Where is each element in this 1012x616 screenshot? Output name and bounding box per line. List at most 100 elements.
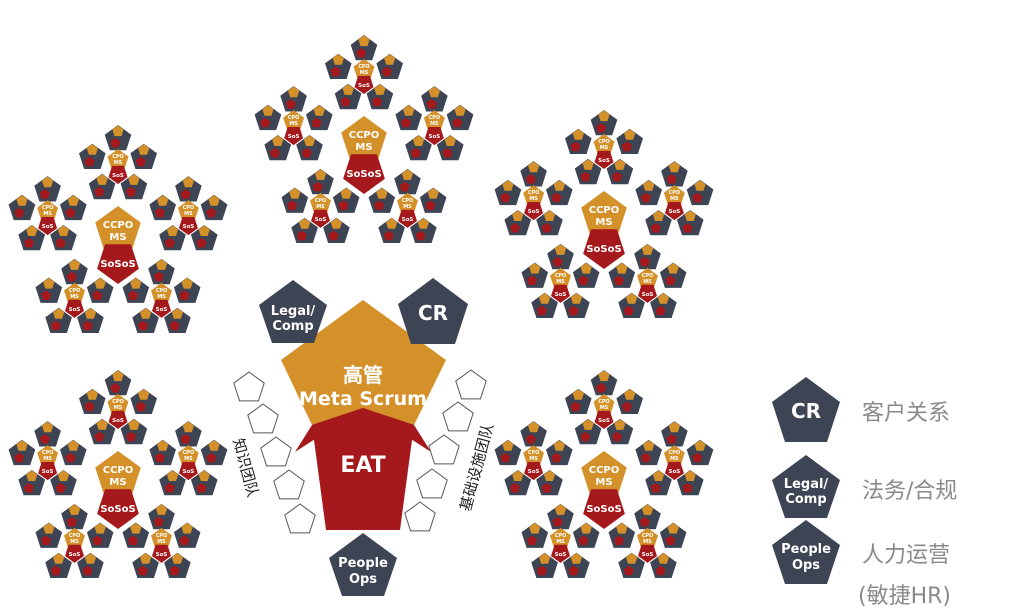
sos-pentagon (178, 217, 198, 236)
sososs-pentagon (97, 244, 139, 284)
cpo-ms-pentagon (550, 267, 571, 288)
scrum-team (88, 418, 116, 445)
ms-label: MS (114, 160, 123, 166)
cpo-ms-pentagon (550, 527, 571, 548)
sos-pentagon (551, 284, 570, 303)
eat-label: EAT (340, 453, 385, 478)
scrum-team (590, 110, 618, 136)
cpo-ms-pentagon (64, 282, 85, 303)
cpo-label: CPO (555, 533, 567, 539)
cpo-ms-pentagon (107, 149, 129, 169)
ccpo-label: CCPO (589, 205, 620, 216)
cr-pentagon (398, 278, 468, 344)
scrum-team (574, 418, 602, 445)
scrum-team (332, 187, 360, 213)
sos-label: SoS (555, 292, 567, 298)
cpo-label: CPO (642, 273, 654, 279)
ms-label: MS (643, 539, 652, 545)
cpo-ms-pentagon (37, 200, 59, 220)
scrum-team (296, 135, 323, 161)
sos-pentagon (551, 544, 570, 563)
cpo-label: CPO (69, 288, 81, 294)
scrum-team (120, 173, 148, 200)
cpo-ms-pentagon (593, 394, 615, 414)
ms-label: MS (600, 145, 609, 151)
scrum-team (86, 522, 114, 548)
ccpo-ms-label: MS (595, 477, 612, 488)
scrum-team (686, 179, 714, 206)
cpo-label: CPO (358, 64, 370, 70)
sososs-label: SoSoS (586, 504, 621, 515)
cpo-ms-pentagon (423, 110, 445, 130)
sososs-pentagon (583, 489, 625, 529)
scrum-team (122, 522, 150, 548)
sos-label: SoS (642, 292, 654, 298)
scrum-team (635, 179, 662, 206)
scrum-team (546, 439, 573, 466)
cpo-label: CPO (315, 198, 327, 204)
cpo-label: CPO (669, 450, 681, 456)
sos-label: SoS (429, 134, 441, 140)
sos-pentagon (65, 544, 84, 563)
scrum-team (149, 194, 176, 221)
scrum-team (421, 86, 448, 112)
scrum-team (546, 179, 573, 206)
scrum-team (173, 522, 201, 548)
scrum-team (659, 522, 687, 548)
scrum-team (366, 83, 394, 110)
scrum-team (606, 418, 634, 445)
ccpo-ms-pentagon (341, 116, 387, 160)
sos-pentagon (594, 410, 614, 429)
scrum-team (590, 370, 618, 396)
scrum-team (410, 217, 437, 243)
scrum-team (323, 217, 350, 243)
legend-people-label-line2: Ops (792, 558, 820, 573)
scrum-team (34, 421, 61, 447)
scrum-team (307, 168, 334, 195)
ms-label: MS (316, 204, 325, 210)
legend-legal-text: 法务/合规 (862, 479, 957, 504)
scrum-team (104, 370, 132, 396)
sos-pentagon (638, 284, 657, 303)
ms-label: MS (184, 456, 193, 462)
ccpo-ms-pentagon (581, 191, 627, 235)
legend-cr-pentagon (772, 377, 840, 442)
scrum-team (419, 187, 447, 213)
people-ops-label-line1: People (338, 556, 388, 571)
ccpo-cluster: CPOMSSoSCPOMSSoSCPOMSSoSCPOMSSoSCPOMSSoS… (494, 110, 714, 318)
scrum-team (635, 439, 662, 466)
scrum-team (618, 292, 645, 318)
cpo-label: CPO (183, 450, 195, 456)
scrum-team (79, 388, 106, 414)
sos-label: SoS (598, 418, 610, 424)
cpo-label: CPO (528, 190, 540, 196)
scrum-team (79, 143, 106, 169)
scrum-team (60, 194, 87, 221)
team-clusters: CPOMSSoSCPOMSSoSCPOMSSoSCPOMSSoSCPOMSSoS… (8, 35, 714, 578)
infrastructure-team-outline (442, 401, 474, 432)
meta-scrum-pentagon (281, 300, 446, 425)
scrum-team (563, 552, 590, 578)
scrum-team (405, 135, 432, 161)
scrum-team (45, 552, 72, 578)
ccpo-label: CCPO (103, 465, 134, 476)
sos-label: SoS (69, 552, 81, 558)
scrum-team (77, 552, 104, 578)
scrum-team (264, 135, 292, 161)
scrum-team (563, 292, 590, 318)
sososs-label: SoSoS (100, 259, 135, 270)
sos-pentagon (38, 462, 58, 481)
sososs-label: SoSoS (100, 504, 135, 515)
ms-label: MS (184, 211, 193, 217)
scrum-team (132, 307, 159, 333)
scrum-team (616, 128, 643, 154)
sos-pentagon (284, 127, 304, 146)
legend-legal-label-line2: Comp (785, 492, 826, 507)
scrum-team (446, 104, 474, 131)
cpo-ms-pentagon (637, 267, 658, 288)
scrum-team (504, 210, 532, 236)
